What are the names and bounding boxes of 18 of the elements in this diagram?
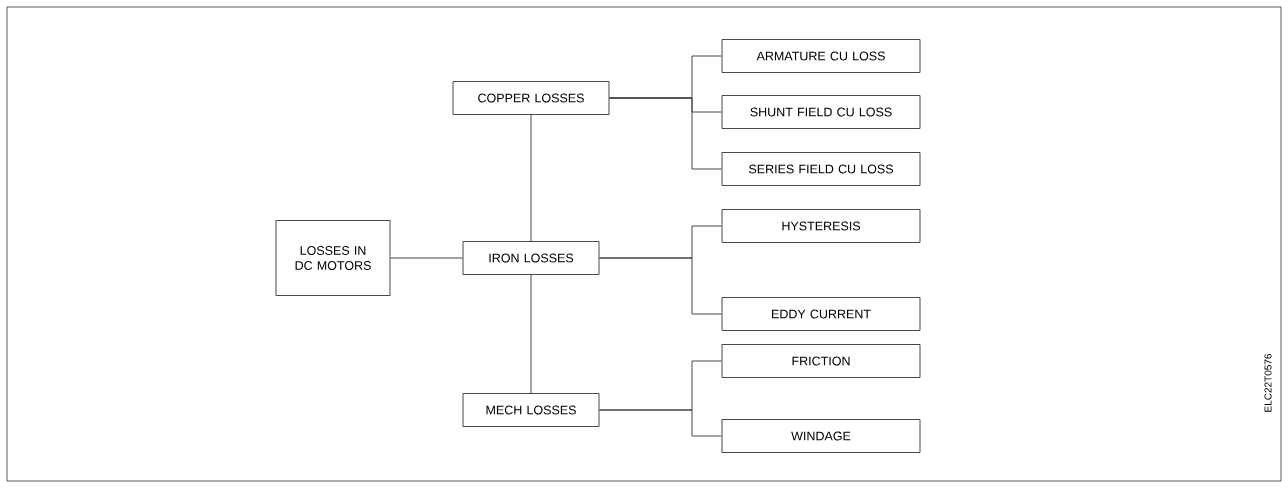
process-box: EDDY CURRENT — [721, 297, 921, 331]
process-box: COPPER LOSSES — [452, 81, 610, 115]
process-box: LOSSES IN DC MOTORS — [275, 220, 391, 296]
process-box: SHUNT FIELD CU LOSS — [721, 95, 921, 129]
connector-line — [530, 274, 532, 394]
figure-code: ELC22T0576 — [1264, 354, 1272, 412]
process-box: MECH LOSSES — [462, 393, 600, 427]
connector-line — [609, 97, 722, 170]
process-box: IRON LOSSES — [462, 241, 600, 275]
process-box: ARMATURE CU LOSS — [721, 39, 921, 73]
process-box: WINDAGE — [721, 419, 921, 453]
connector-line — [390, 257, 463, 259]
connector-line — [599, 409, 722, 437]
process-box: HYSTERESIS — [721, 209, 921, 243]
connector-line — [599, 257, 722, 315]
process-box: FRICTION — [721, 344, 921, 378]
connector-line — [530, 114, 532, 242]
process-box: SERIES FIELD CU LOSS — [721, 152, 921, 186]
